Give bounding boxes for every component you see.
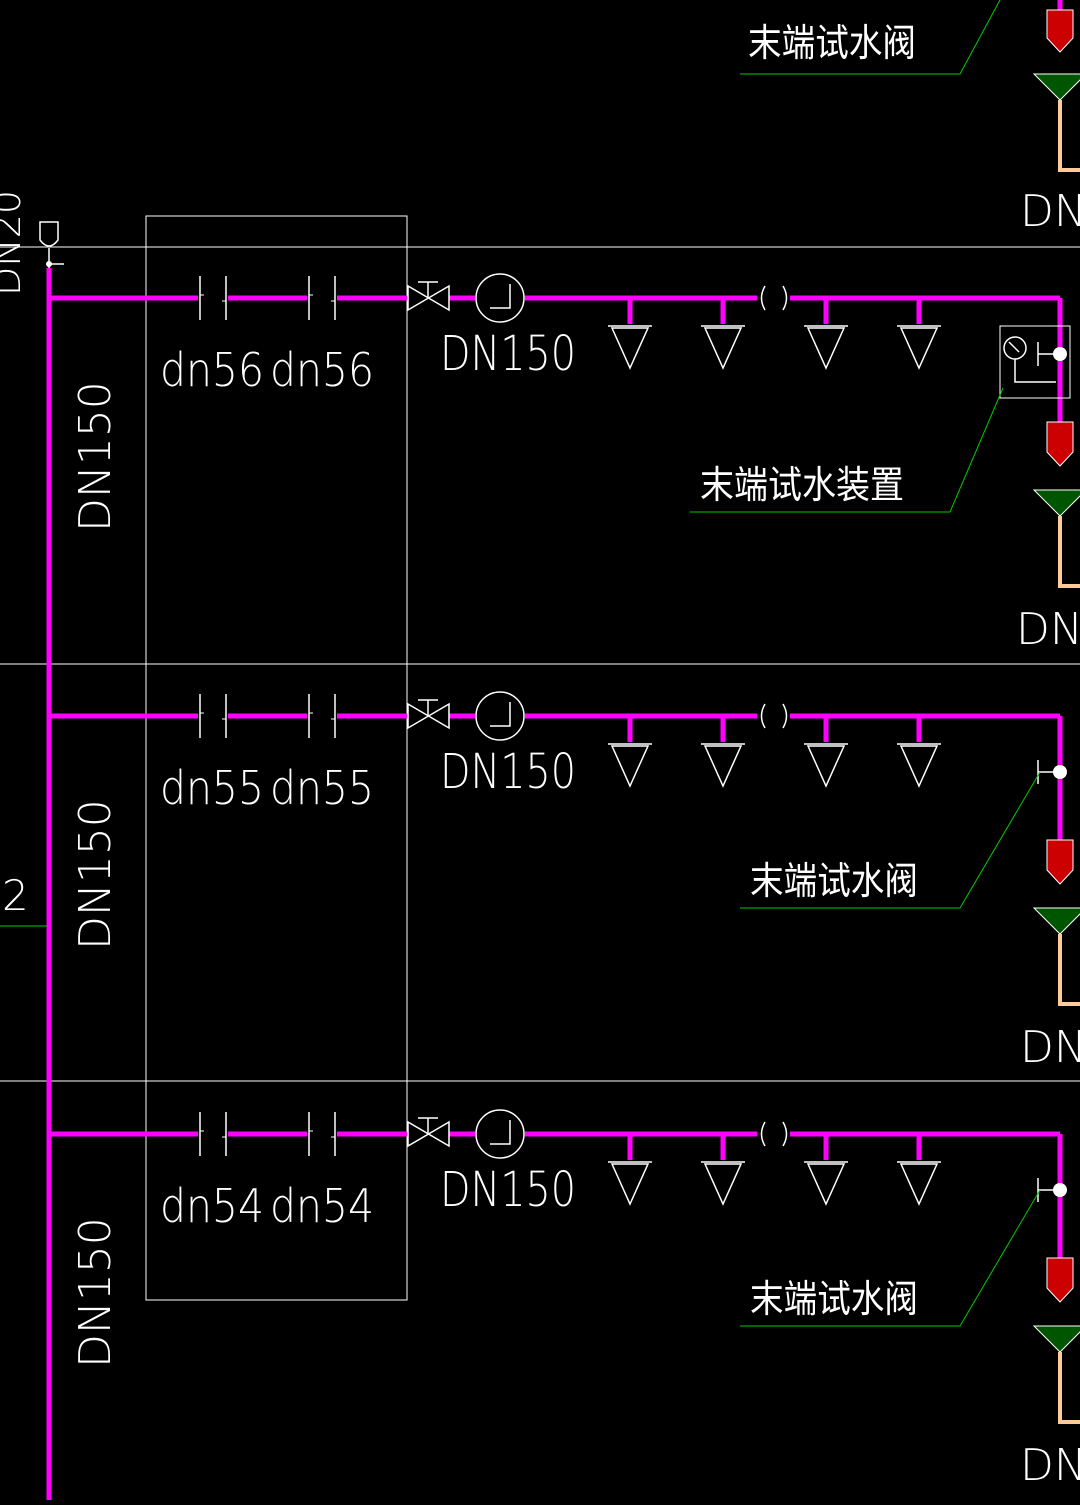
branch-size-label: DN150 (440, 326, 576, 382)
drain-funnel-icon (1032, 1325, 1080, 1353)
alarm-valve-icon (1046, 421, 1074, 467)
sprinkler-icon (701, 298, 745, 370)
flow-switch-icon (475, 691, 525, 741)
end-leader (740, 771, 1041, 909)
pipe-break-icon (760, 285, 788, 311)
end-leader (690, 387, 1004, 513)
end-size-label: DN (1016, 604, 1080, 655)
pipe-break-icon (760, 1121, 788, 1147)
end-label: 末端试水阀 (750, 1277, 918, 1321)
flow-switch-icon (475, 1109, 525, 1159)
drain-pipe (1058, 934, 1080, 1006)
riser-side-label: 2 (2, 871, 29, 920)
pipe-break-icon (760, 703, 788, 729)
end-leader (740, 1189, 1041, 1327)
branch-size-label: DN150 (440, 744, 576, 800)
end-size-label: DN (1020, 1022, 1080, 1073)
pressure-gauge-icon (999, 325, 1071, 399)
gate-valve-icon (407, 1117, 450, 1148)
riser-vent-icon (39, 221, 64, 268)
fitting-label: dn56 (160, 343, 264, 397)
test-valve-icon (1037, 342, 1067, 366)
fitting-label: dn55 (160, 761, 264, 815)
fitting-label: dn56 (270, 343, 374, 397)
top-end-assembly (740, 0, 1080, 172)
sprinkler-icon (897, 716, 941, 788)
drain-funnel-icon (1032, 489, 1080, 517)
flow-switch-icon (475, 273, 525, 323)
gate-valve-icon (407, 699, 450, 730)
riser-top-label: DN20 (0, 190, 29, 296)
end-size-label: DN (1020, 1440, 1080, 1491)
test-valve-icon (1037, 1178, 1067, 1202)
sprinkler-icon (608, 298, 652, 370)
branch-size-label: DN150 (440, 1162, 576, 1218)
test-valve-icon (1037, 760, 1067, 784)
end-label: 末端试水阀 (750, 859, 918, 903)
drain-pipe (1058, 1352, 1080, 1424)
top-end-size: DN (1020, 186, 1080, 237)
wall-box (145, 215, 408, 1301)
end-label: 末端试水装置 (700, 463, 904, 507)
fitting-label: dn55 (270, 761, 374, 815)
riser-size-label: DN150 (70, 381, 121, 532)
drain-funnel-icon (1032, 907, 1080, 935)
sprinkler-icon (897, 1134, 941, 1206)
alarm-valve-icon (1046, 839, 1074, 885)
flange-icon (307, 1112, 337, 1156)
riser-size-label: DN150 (70, 1217, 121, 1368)
flange-icon (307, 694, 337, 738)
flange-icon (198, 276, 228, 320)
sprinkler-icon (804, 716, 848, 788)
alarm-valve-icon (1046, 1257, 1074, 1303)
riser-size-label: DN150 (70, 799, 121, 950)
gate-valve-icon (407, 281, 450, 312)
sprinkler-icon (804, 1134, 848, 1206)
drain-pipe (1058, 516, 1080, 588)
sprinkler-icon (804, 298, 848, 370)
flange-icon (307, 276, 337, 320)
sprinkler-icon (701, 716, 745, 788)
flange-icon (198, 1112, 228, 1156)
sprinkler-icon (608, 716, 652, 788)
top-end-label: 末端试水阀 (748, 21, 916, 65)
flange-icon (198, 694, 228, 738)
sprinkler-icon (701, 1134, 745, 1206)
sprinkler-icon (608, 1134, 652, 1206)
fitting-label: dn54 (270, 1179, 374, 1233)
fitting-label: dn54 (160, 1179, 264, 1233)
sprinkler-icon (897, 298, 941, 370)
